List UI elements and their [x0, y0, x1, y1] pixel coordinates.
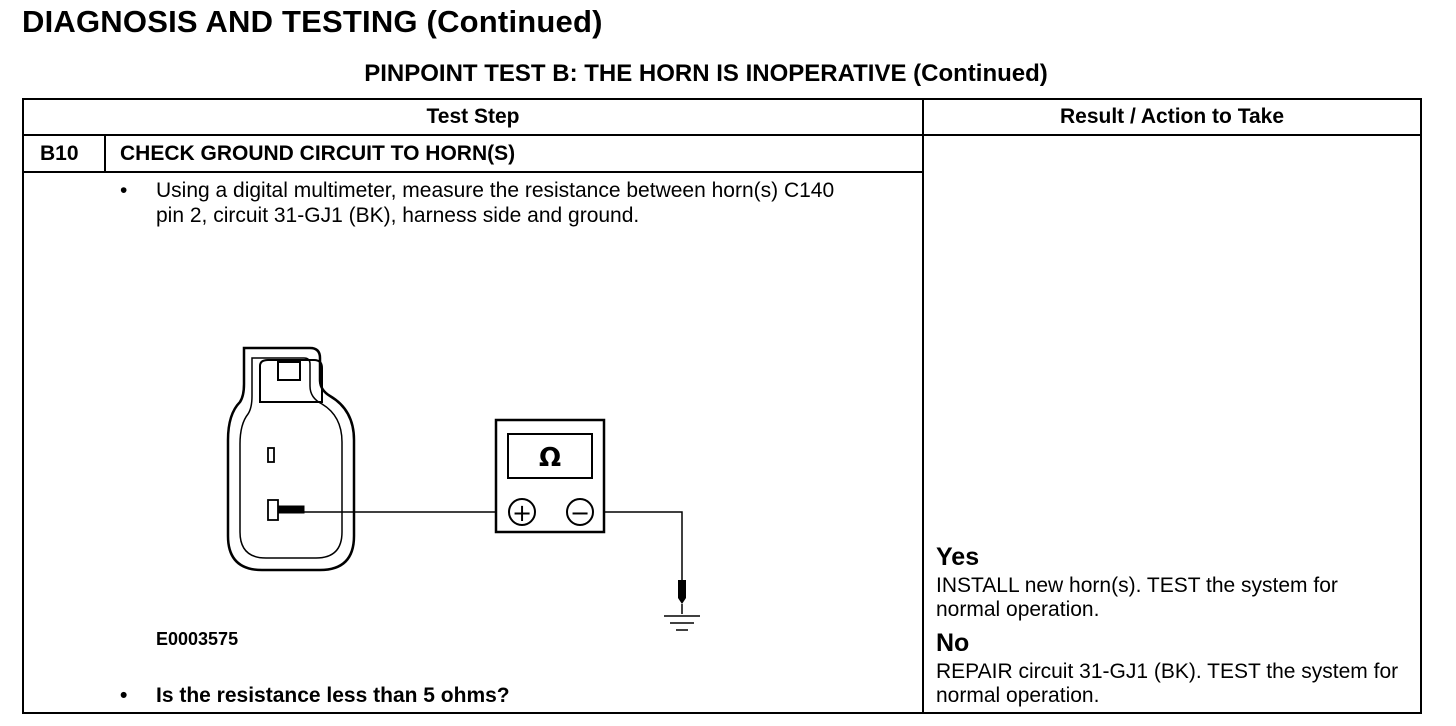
instruction-text: Using a digital multimeter, measure the … — [156, 179, 835, 227]
digital-multimeter — [494, 418, 606, 534]
step-title: CHECK GROUND CIRCUIT TO HORN(S) — [120, 142, 516, 165]
horn-connector-illustration — [226, 346, 356, 572]
column-divider — [922, 100, 924, 712]
ground-icon — [664, 580, 700, 631]
plus-terminal[interactable]: + — [512, 499, 532, 527]
bullet-dot: • — [120, 179, 128, 202]
minus-terminal[interactable]: − — [570, 499, 590, 527]
header-test-step: Test Step — [426, 105, 520, 128]
header-divider — [24, 134, 1420, 136]
negative-lead-wire — [604, 511, 683, 580]
question-text: Is the resistance less than 5 ohms? — [156, 684, 510, 707]
figure-id: E0003575 — [156, 629, 239, 649]
test-table: Test Step Result / Action to Take B10 CH… — [22, 98, 1422, 714]
bullet-dot: • — [120, 684, 128, 707]
result-no-label: No — [936, 629, 970, 657]
result-yes-text: INSTALL new horn(s). TEST the system for… — [936, 574, 1338, 621]
result-yes-label: Yes — [936, 543, 980, 571]
result-no-text: REPAIR circuit 31-GJ1 (BK). TEST the sys… — [936, 660, 1399, 707]
step-row-divider — [24, 171, 922, 173]
connector-meter-diagram: Ω + − — [226, 346, 700, 631]
pinpoint-test-title: PINPOINT TEST B: THE HORN IS INOPERATIVE… — [364, 60, 1048, 87]
ohm-symbol: Ω — [539, 443, 561, 473]
page-title: DIAGNOSIS AND TESTING (Continued) — [22, 4, 603, 39]
step-id: B10 — [40, 142, 79, 165]
step-id-divider — [104, 136, 106, 171]
header-result-action: Result / Action to Take — [1059, 105, 1285, 128]
